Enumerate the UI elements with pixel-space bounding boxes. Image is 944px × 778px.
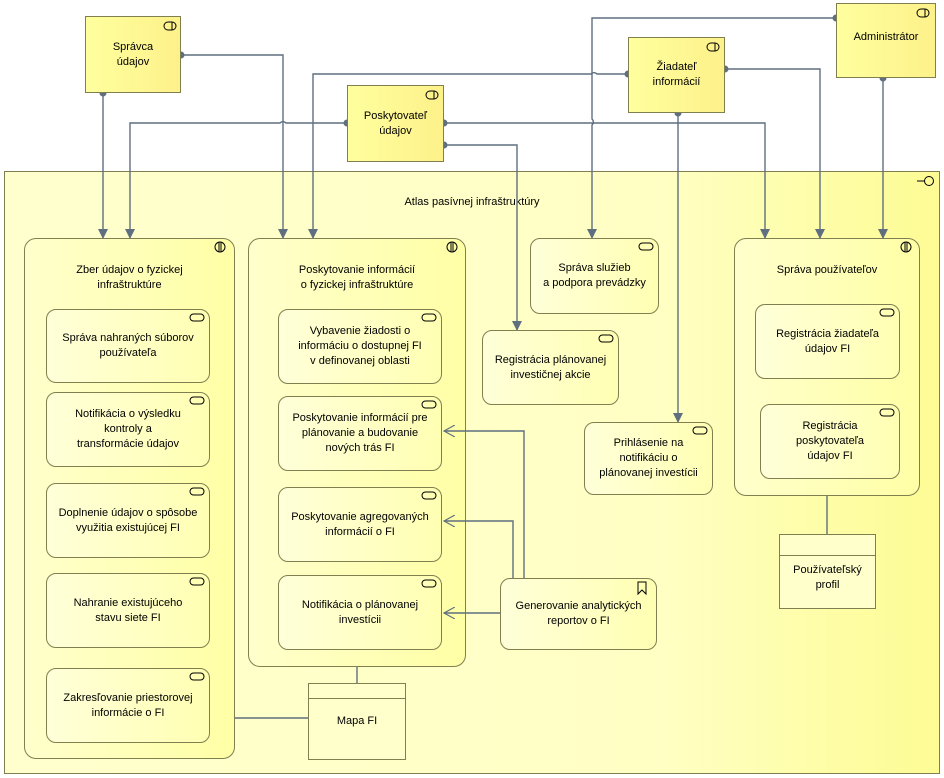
group-label: Poskytovanie informácií o fyzickej infra…	[298, 264, 416, 291]
service-registracia-poskytovatela[interactable]: Registrácia poskytovateľa údajov FI	[760, 404, 900, 479]
service-label: Správa služieb a podpora prevádzky	[543, 262, 646, 289]
data-object-profil[interactable]: Používateľský profil	[779, 534, 876, 609]
service-poskytovanie-agregovanych[interactable]: Poskytovanie agregovaných informácií o F…	[278, 487, 442, 562]
group-label: Správa používateľov	[776, 264, 878, 276]
service-label: Registrácia plánovanej investičnej akcie	[494, 353, 607, 381]
service-doplnenie-udajov[interactable]: Doplnenie údajov o spôsobe využitia exis…	[46, 483, 210, 558]
service-notifikacia-investicia[interactable]: Notifikácia o plánovanej investícii	[278, 575, 442, 650]
service-label: Notifikácia o plánovanej investícii	[301, 598, 419, 626]
data-object-mapa[interactable]: Mapa FI	[308, 683, 406, 760]
service-notifikacia-kontroly[interactable]: Notifikácia o výsledku kontroly a transf…	[46, 392, 210, 467]
wire-poskytovatel-sprava-pouz	[444, 122, 770, 239]
group-label: Zber údajov o fyzickej infraštruktúre	[76, 264, 183, 291]
service-label: Prihlásenie na notifikáciu o plánovanej …	[599, 437, 698, 479]
wire-gen-agregovane	[444, 521, 514, 578]
service-generovanie-reportov[interactable]: Generovanie analytických reportov o FI	[500, 578, 657, 650]
wire-poskytovatel-zber	[125, 121, 347, 239]
wire-ziadatel-poskytovanie	[308, 72, 628, 239]
actor-administrator[interactable]: Administrátor	[836, 3, 936, 78]
service-poskytovanie-pre-planovanie[interactable]: Poskytovanie informácií pre plánovanie a…	[278, 396, 442, 471]
service-label: Generovanie analytických reportov o FI	[515, 600, 642, 627]
service-label: Registrácia poskytovateľa údajov FI	[795, 420, 865, 462]
service-label: Správa nahraných súborov používateľa	[62, 332, 194, 359]
service-registracia-ziadatela[interactable]: Registrácia žiadateľa údajov FI	[755, 304, 900, 379]
service-label: Poskytovanie agregovaných informácií o F…	[291, 510, 429, 538]
data-object-label: Mapa FI	[336, 715, 378, 727]
actor-spravca-udajov[interactable]: Správca údajov	[85, 16, 181, 93]
service-label: Poskytovanie informácií pre plánovanie a…	[292, 412, 428, 454]
service-label: Nahranie existujúceho stavu siete FI	[73, 596, 183, 624]
service-sprava-sluzieb[interactable]: Správa služieb a podpora prevádzky	[530, 238, 659, 314]
actor-ziadatel-informacii[interactable]: Žiadateľ informácií	[628, 37, 725, 113]
service-registracia-akcie[interactable]: Registrácia plánovanej investičnej akcie	[482, 330, 619, 405]
actor-label: Administrátor	[853, 31, 919, 43]
actor-label: Žiadateľ informácií	[652, 61, 701, 88]
actor-poskytovatel-udajov[interactable]: Poskytovateľ údajov	[347, 85, 444, 162]
wire-gen-poskytovanie-pre	[444, 431, 525, 578]
data-object-label: Používateľský profil	[793, 564, 862, 591]
service-nahranie-stavu[interactable]: Nahranie existujúceho stavu siete FI	[46, 573, 210, 648]
service-label: Registrácia žiadateľa údajov FI	[776, 327, 879, 355]
actor-label: Správca údajov	[112, 40, 154, 68]
wire-poskytovatel-registracia	[444, 144, 522, 331]
service-zakreslovanie[interactable]: Zakresľovanie priestorovej informácie o …	[46, 668, 210, 743]
wire-spravca-poskytovanie	[181, 54, 288, 239]
container-title: Atlas pasívnej infraštruktúry	[404, 196, 540, 208]
service-label: Notifikácia o výsledku kontroly a transf…	[75, 408, 181, 450]
wire-admin-sprava-sluzieb	[587, 17, 836, 239]
data-object-header-line	[309, 698, 405, 699]
wire-ziadatel-sprava-pouz	[725, 68, 825, 239]
service-label: Doplnenie údajov o spôsobe využitia exis…	[58, 506, 198, 534]
service-vybavenie-ziadosti[interactable]: Vybavenie žiadosti o informáciu o dostup…	[278, 309, 442, 384]
service-sprava-suborov[interactable]: Správa nahraných súborov používateľa	[46, 309, 210, 383]
data-object-header-line	[780, 555, 875, 556]
component-icon	[917, 176, 934, 186]
service-label: Vybavenie žiadosti o informáciu o dostup…	[298, 325, 422, 367]
actor-label: Poskytovateľ údajov	[363, 109, 428, 137]
service-label: Zakresľovanie priestorovej informácie o …	[63, 691, 193, 719]
service-prihlasenie-notifikacia[interactable]: Prihlásenie na notifikáciu o plánovanej …	[584, 422, 713, 495]
